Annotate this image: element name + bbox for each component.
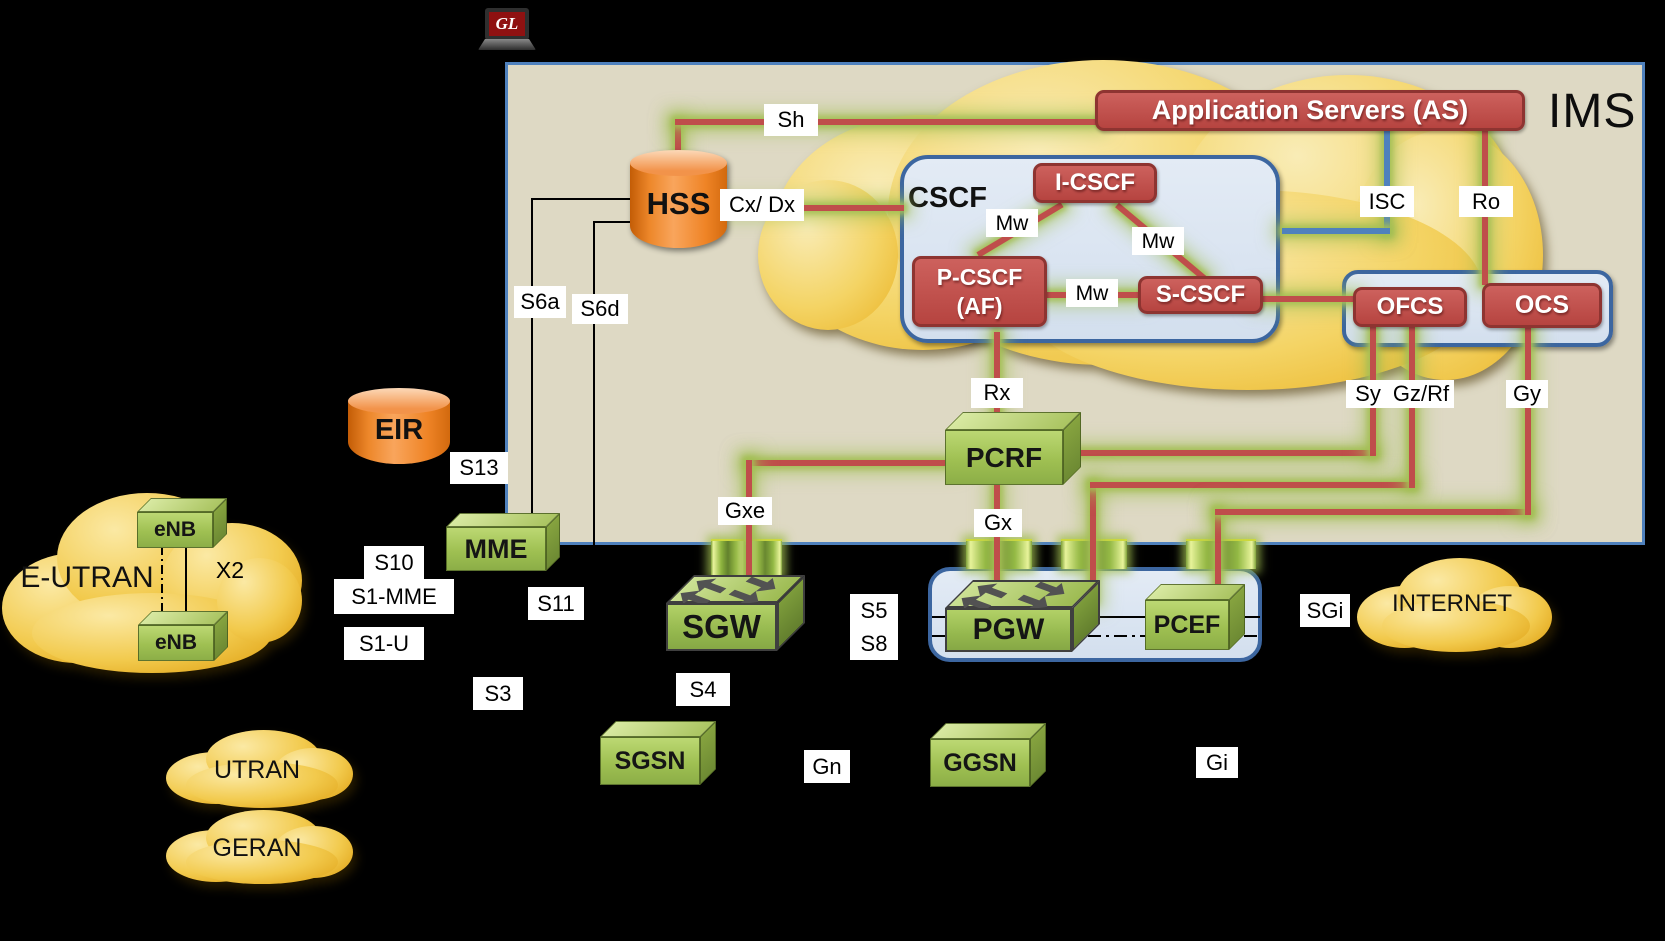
- geran-cloud: GERAN: [158, 810, 356, 888]
- line-isc-v: [1384, 131, 1390, 234]
- label-gz-rf: Gz/Rf: [1388, 380, 1454, 408]
- p-cscf-line1: P-CSCF: [936, 263, 1023, 290]
- internet-label: INTERNET: [1392, 590, 1512, 617]
- switch-arrow: [1029, 577, 1073, 600]
- label-gx: Gx: [974, 509, 1022, 537]
- gl-logo-keyboard: [478, 39, 536, 50]
- node-pcrf: PCRF: [945, 412, 1081, 485]
- line-scscf-ofcs: [1258, 296, 1358, 302]
- label-x2: X2: [215, 556, 245, 583]
- label-gi: Gi: [1196, 747, 1238, 778]
- line-s6a-h: [531, 198, 631, 200]
- gl-logo: GL: [478, 6, 536, 52]
- utran-cloud: UTRAN: [158, 730, 356, 812]
- internet-cloud: INTERNET: [1352, 558, 1552, 658]
- label-mw-3: Mw: [1066, 279, 1118, 307]
- line-isc-h: [1282, 228, 1390, 234]
- node-enb-bottom: eNB: [138, 611, 228, 661]
- node-ggsn: GGSN: [930, 723, 1046, 787]
- node-pcef: PCEF: [1145, 584, 1245, 650]
- label-s3: S3: [473, 677, 523, 710]
- line-sh-h: [675, 119, 1099, 125]
- pipe-gy: [1186, 539, 1256, 569]
- node-sgw: SGW: [666, 575, 805, 651]
- label-s6d: S6d: [572, 294, 628, 324]
- line-gy-v1: [1215, 509, 1221, 599]
- line-s6a-v: [531, 198, 533, 516]
- node-ofcs: OFCS: [1353, 287, 1467, 327]
- line-x2-solid: [185, 546, 187, 613]
- label-s10: S10: [364, 546, 424, 579]
- node-s-cscf: S-CSCF: [1138, 276, 1263, 314]
- node-eir: EIR: [348, 388, 450, 464]
- line-gy-v2: [1525, 326, 1531, 515]
- label-ro: Ro: [1459, 186, 1513, 217]
- label-s4: S4: [676, 673, 730, 706]
- label-s13: S13: [450, 452, 508, 484]
- label-mw-1: Mw: [986, 209, 1038, 237]
- pipe-sgw-right: [748, 539, 782, 576]
- node-enb-top: eNB: [137, 498, 227, 548]
- line-gxe-h: [746, 460, 951, 466]
- label-s11: S11: [528, 587, 584, 620]
- line-gzrf-h: [1090, 482, 1415, 488]
- label-gxe: Gxe: [718, 497, 772, 525]
- label-cx-dx: Cx/ Dx: [720, 189, 804, 221]
- label-isc: ISC: [1360, 186, 1414, 217]
- line-gy-h: [1215, 509, 1531, 515]
- gl-logo-screen: GL: [485, 8, 529, 40]
- label-s1-mme: S1-MME: [334, 579, 454, 614]
- line-s8-dashdot: [932, 635, 1260, 637]
- node-pgw: PGW: [945, 577, 1100, 652]
- node-sgsn: SGSN: [600, 721, 716, 785]
- node-hss: HSS: [630, 150, 727, 248]
- line-gzrf-v1: [1090, 482, 1096, 602]
- line-sh-v: [675, 122, 681, 154]
- utran-label: UTRAN: [213, 755, 301, 784]
- node-p-cscf: P-CSCF (AF): [912, 256, 1047, 327]
- node-ocs: OCS: [1482, 283, 1602, 328]
- cscf-group-label: CSCF: [908, 182, 987, 214]
- label-s1-u: S1-U: [344, 627, 424, 660]
- line-s6d-v: [593, 221, 595, 551]
- label-gn: Gn: [804, 750, 850, 783]
- label-mw-2: Mw: [1132, 227, 1184, 255]
- line-gx: [994, 485, 1000, 602]
- label-s6a: S6a: [514, 286, 566, 318]
- node-application-servers: Application Servers (AS): [1095, 90, 1525, 131]
- line-s6d-h: [593, 221, 631, 223]
- node-mme: MME: [446, 513, 560, 571]
- gl-logo-text: GL: [495, 14, 519, 33]
- label-s5: S5: [850, 594, 898, 627]
- label-gy: Gy: [1506, 380, 1548, 408]
- switch-arrow: [740, 572, 784, 595]
- label-rx: Rx: [971, 378, 1023, 408]
- ims-title: IMS: [1548, 85, 1637, 138]
- p-cscf-line2: (AF): [956, 292, 1003, 319]
- line-gxe-v: [746, 460, 752, 603]
- e-utran-label: E-UTRAN: [20, 561, 154, 594]
- label-s8: S8: [850, 627, 898, 660]
- line-x2-dashdot: [161, 546, 163, 613]
- pipe-sgw-left: [711, 539, 745, 576]
- line-sy-h: [1063, 450, 1376, 456]
- node-i-cscf: I-CSCF: [1033, 163, 1157, 203]
- label-sh: Sh: [764, 104, 818, 136]
- geran-label: GERAN: [212, 833, 302, 862]
- label-sgi: SGi: [1300, 594, 1350, 627]
- label-sy: Sy: [1346, 380, 1390, 408]
